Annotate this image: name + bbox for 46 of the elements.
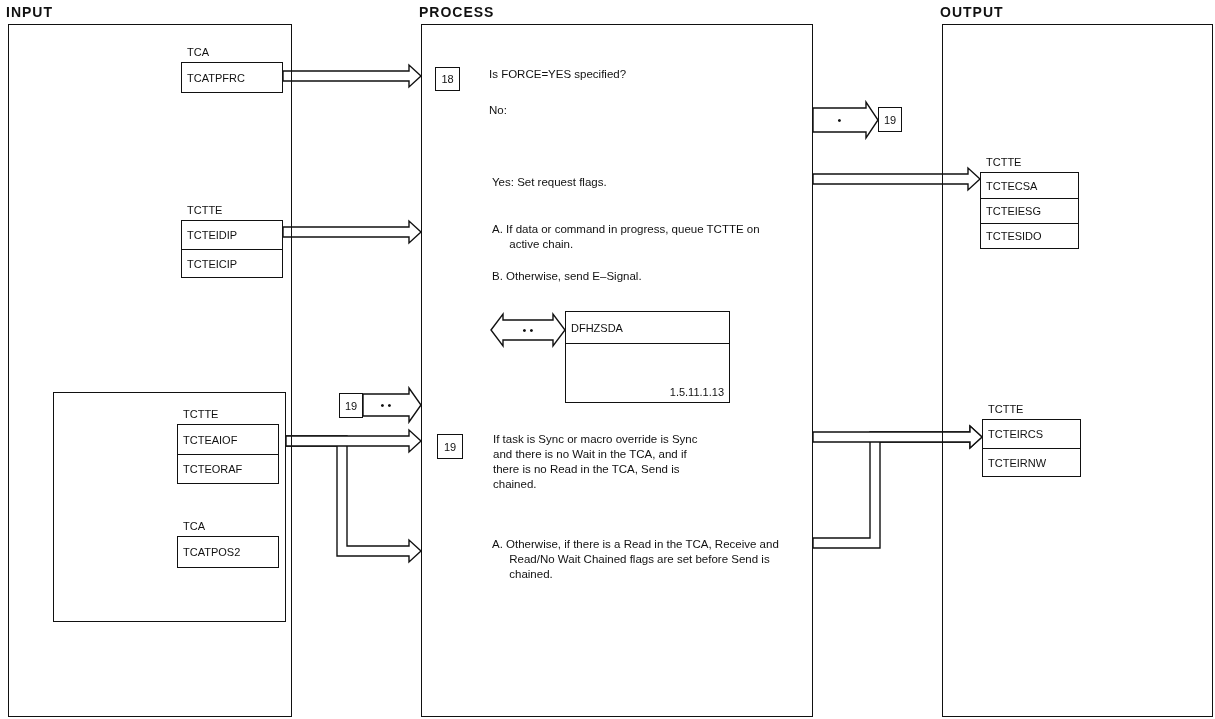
arrow (812, 166, 982, 192)
module-box (565, 311, 730, 403)
field-name: TCTEORAF (178, 454, 278, 483)
step-text: B. Otherwise, send E–Signal. (492, 269, 643, 284)
table-title: TCTTE (988, 403, 1024, 415)
step-text: Is FORCE=YES specified? (489, 67, 628, 82)
arrow (285, 428, 423, 454)
field-name: TCTECSA (985, 178, 1039, 194)
field-name: TCTEICIP (182, 249, 282, 277)
step-number: 19 (339, 393, 363, 418)
arrow (812, 99, 879, 141)
panel-heading: INPUT (6, 4, 53, 20)
table-title: TCTTE (187, 204, 223, 216)
table-title: TCA (187, 46, 209, 58)
group-box (53, 392, 286, 622)
edge-label: • (837, 114, 842, 126)
arrow (282, 63, 423, 89)
edge-label: • • (522, 324, 534, 336)
field-name: TCATPOS2 (182, 545, 242, 560)
panel-heading: PROCESS (419, 4, 495, 20)
field-name: TCTESIDO (981, 223, 1078, 248)
step-text: If task is Sync or macro override is Sync and there is no Wait in the TCA, and if there is no Read in the TCA, Send is chained. (493, 432, 699, 492)
field-name: TCTEIESG (981, 198, 1078, 223)
step-text: A. Otherwise, if there is a Read in the TCA, Receive and Read/No Wait Chained flags are set before Send is chained. (492, 537, 780, 582)
module-entry: 1.5.11.1.13 (566, 343, 729, 402)
step-number: 19 (437, 434, 463, 459)
arrow (490, 311, 566, 349)
field-name: TCTEAIOF (182, 432, 239, 448)
field-name: TCTEIDIP (186, 228, 239, 243)
table-title: TCTTE (183, 408, 219, 420)
arrow (282, 219, 423, 245)
step-text: No: (489, 103, 508, 118)
step-number: 18 (435, 67, 460, 91)
arrow (362, 385, 422, 425)
arrow (812, 424, 984, 450)
module-entry: DFHZSDA (570, 320, 624, 336)
step-text: A. If data or command in progress, queue TCTTE on active chain. (492, 222, 761, 252)
step-text: Yes: Set request flags. (492, 175, 608, 190)
field-name: TCTEIRNW (983, 448, 1080, 476)
field-name: TCTEIRCS (987, 427, 1044, 442)
field-name: TCATPFRC (186, 70, 246, 86)
step-number: 19 (878, 107, 902, 132)
edge-label: • • (380, 399, 392, 411)
panel-heading: OUTPUT (940, 4, 1004, 20)
table-title: TCA (183, 520, 205, 532)
table-title: TCTTE (986, 156, 1022, 168)
